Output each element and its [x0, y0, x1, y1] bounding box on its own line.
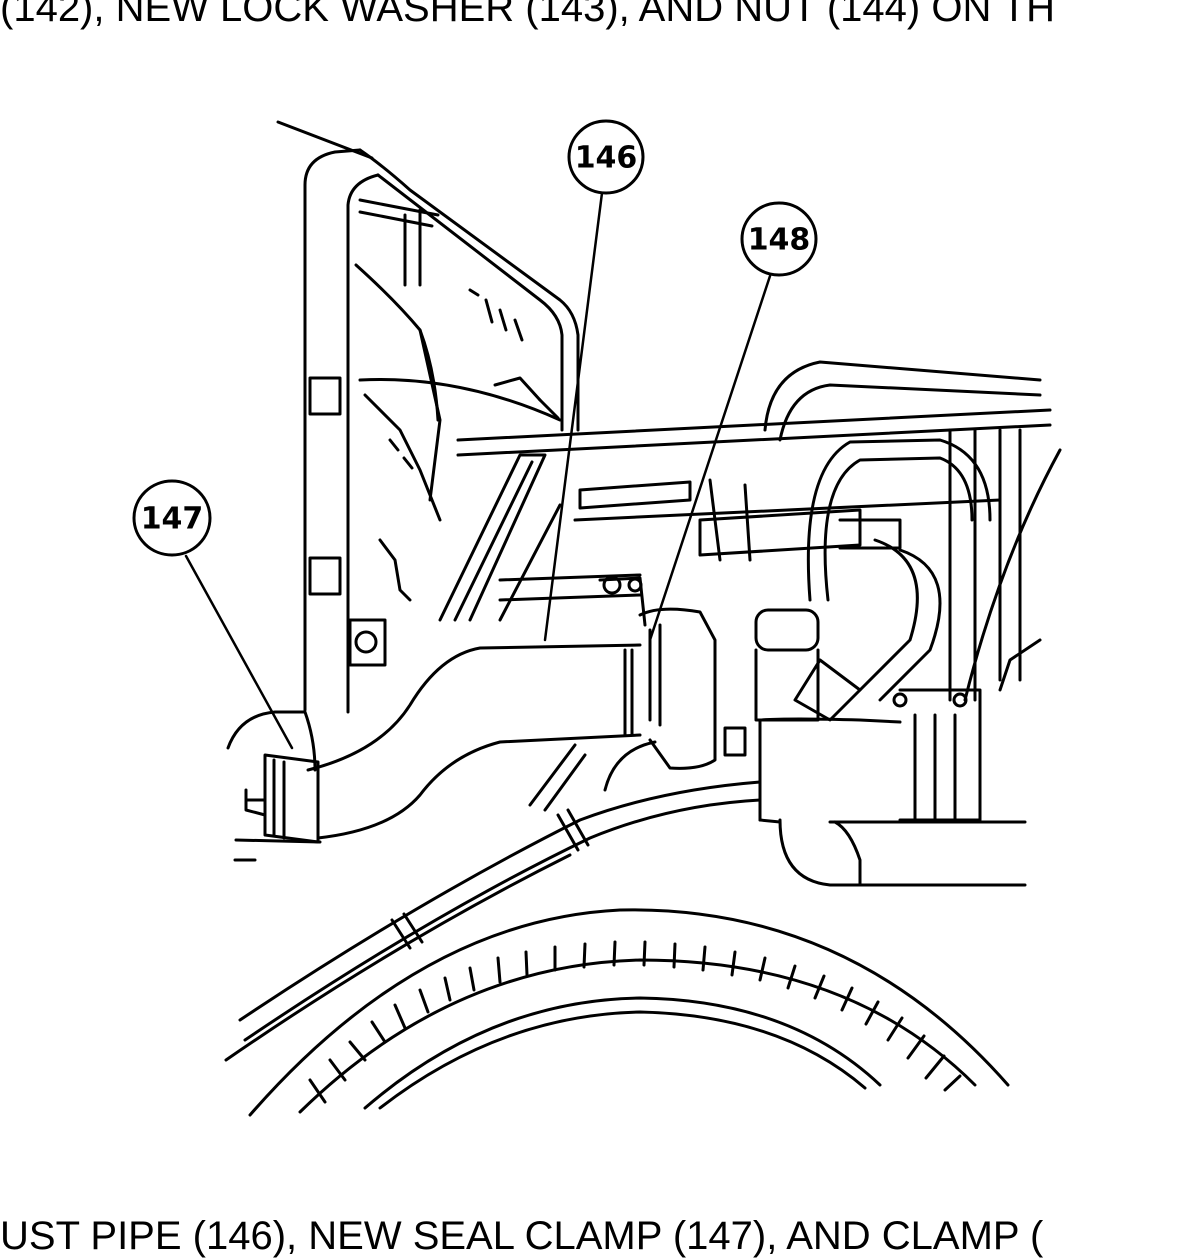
- leader-lines: [184, 191, 772, 750]
- instruction-text-bottom: UST PIPE (146), NEW SEAL CLAMP (147), AN…: [0, 1214, 1044, 1258]
- callout-148-label: 148: [748, 223, 811, 258]
- engine-components: [698, 360, 1062, 722]
- callout-146: 146: [567, 119, 645, 195]
- cab-frame: [276, 120, 580, 714]
- frame-rails: [456, 408, 1052, 602]
- exhaust-pipe: [306, 643, 642, 840]
- frame-braces: [438, 453, 562, 622]
- callout-148: 148: [740, 201, 818, 277]
- elbow-pipe: [723, 688, 1027, 887]
- tire: [248, 908, 1010, 1117]
- instruction-text-top: (142), NEW LOCK WASHER (143), AND NUT (1…: [0, 0, 1056, 30]
- pipe-fittings: [598, 575, 820, 770]
- callout-146-label: 146: [575, 141, 638, 176]
- callout-147: 147: [132, 479, 212, 557]
- callout-147-label: 147: [141, 502, 204, 537]
- seal-clamp: [226, 710, 322, 844]
- cable-bundle: [224, 740, 762, 1062]
